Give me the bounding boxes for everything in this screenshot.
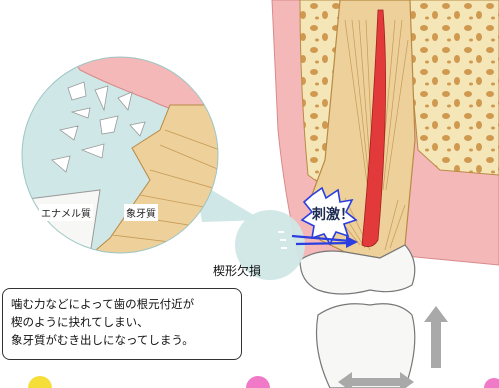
caption-line-1: 噛む力などによって歯の根元付近が bbox=[11, 297, 195, 311]
zoom-dentin bbox=[88, 104, 218, 253]
caption-line-3: 象牙質がむき出しになってしまう。 bbox=[11, 333, 194, 347]
stimulus-burst bbox=[300, 186, 358, 246]
enamel-fragments bbox=[51, 81, 146, 173]
label-wedge-defect: 楔形欠損 bbox=[213, 264, 262, 278]
stimulus-arrow-head bbox=[346, 236, 358, 248]
force-arrow-horizontal bbox=[338, 372, 414, 388]
defect-site-highlight bbox=[235, 210, 305, 280]
stimulus-arrows bbox=[291, 234, 351, 246]
decor-dot-pink bbox=[246, 376, 270, 388]
label-stimulus: 刺激！ bbox=[312, 207, 354, 223]
force-arrow-up bbox=[424, 306, 448, 368]
pulp-canal bbox=[361, 9, 386, 248]
tooth-crown bbox=[299, 244, 416, 295]
caption-box: 噛む力などによって歯の根元付近が 楔のように抉れてしまい、 象牙質がむき出しにな… bbox=[2, 288, 242, 360]
caption-line-2: 楔のように抉れてしまい、 bbox=[11, 315, 149, 329]
stimulus-dashes bbox=[278, 231, 287, 249]
label-dentin: 象牙質 bbox=[124, 204, 158, 221]
decor-dot-pink-right bbox=[484, 378, 499, 388]
jaw-bone-right-dots bbox=[405, 0, 499, 175]
zoom-enamel bbox=[22, 189, 101, 253]
opposing-tooth bbox=[315, 303, 416, 388]
label-enamel: エナメル質 bbox=[39, 204, 93, 221]
zoom-circle-outline bbox=[21, 56, 219, 254]
zoom-circle bbox=[22, 57, 218, 253]
decor-dot-yellow bbox=[28, 376, 52, 388]
